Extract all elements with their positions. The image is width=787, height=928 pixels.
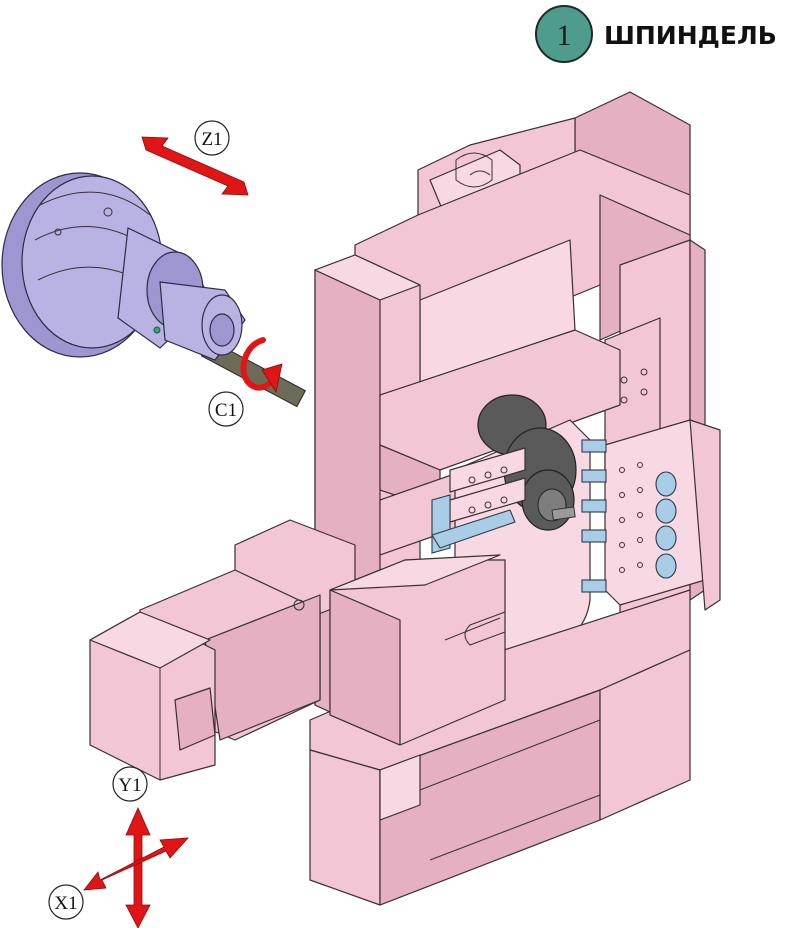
blue-rollers xyxy=(655,471,677,579)
section-badge: 1 ШПИНДЕЛЬ xyxy=(535,5,777,63)
axis-label-c1: C1 xyxy=(208,391,244,427)
machine-frame xyxy=(89,91,721,906)
badge-number: 1 xyxy=(557,19,572,52)
svg-text:C1: C1 xyxy=(215,400,237,421)
axis-label-y1: Y1 xyxy=(112,766,148,802)
y1-arrow xyxy=(125,807,151,928)
c1-rotation-arrow xyxy=(240,337,283,394)
axis-label-z1: Z1 xyxy=(194,120,230,156)
side-clamps xyxy=(581,439,607,593)
svg-text:Z1: Z1 xyxy=(201,129,222,150)
badge-circle xyxy=(535,5,593,63)
x1-arrow xyxy=(83,837,189,891)
roller-plate-holes xyxy=(619,368,648,573)
axis-label-x1: X1 xyxy=(48,884,84,920)
bearing-blocks xyxy=(431,447,526,554)
badge-title: ШПИНДЕЛЬ xyxy=(604,21,777,50)
spindle xyxy=(1,172,307,408)
z1-arrow xyxy=(141,136,249,196)
svg-text:Y1: Y1 xyxy=(118,775,141,796)
svg-text:X1: X1 xyxy=(54,893,77,914)
